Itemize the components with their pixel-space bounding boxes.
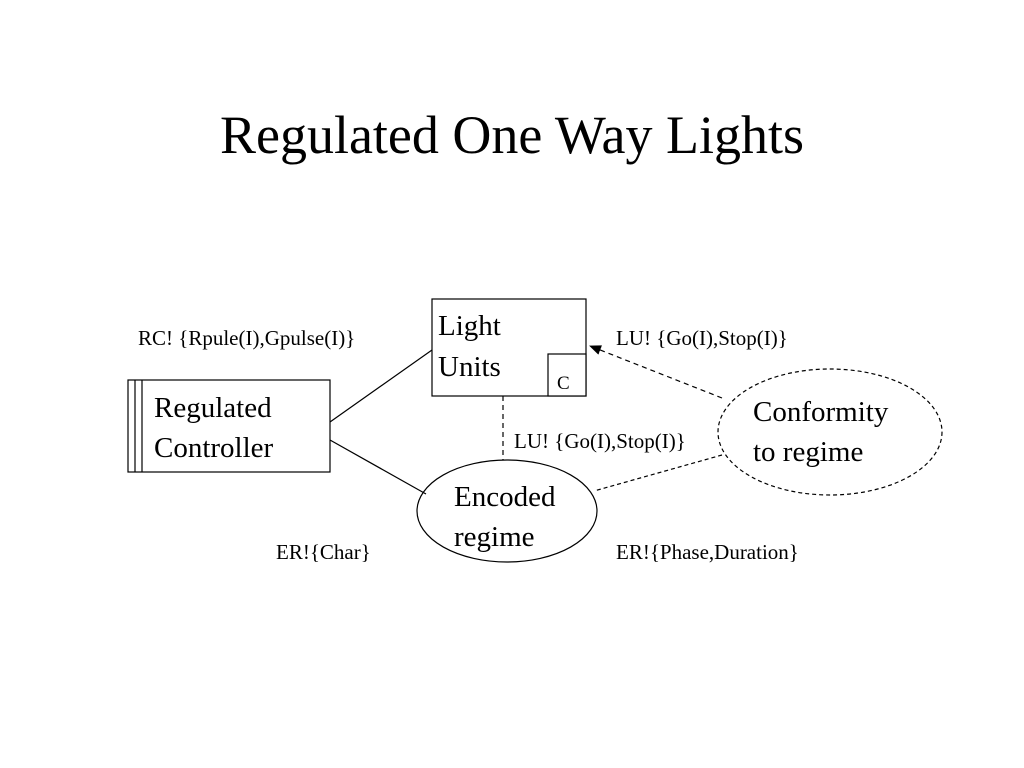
causal-marker-box: [547, 353, 587, 397]
conformity-ellipse: [717, 368, 943, 496]
lights-encoded-interface-label: LU! {Go(I),Stop(I)}: [514, 429, 686, 453]
regulated-controller-label-line2: Controller: [154, 432, 274, 464]
light-units-label-line1: Light: [438, 310, 501, 342]
slide-title: Regulated One Way Lights: [219, 105, 805, 165]
regulated-controller-box: [127, 379, 331, 473]
conformity-label-line2: to regime: [753, 436, 864, 468]
encoded-regime-label-line2: regime: [454, 521, 535, 553]
controller-encoded-interface-line: [329, 439, 427, 495]
controller-encoded-interface-label: ER!{Char}: [276, 540, 371, 564]
light-units-box: [431, 298, 587, 397]
controller-lights-interface-line: [329, 349, 433, 423]
lights-conformity-interface-label: LU! {Go(I),Stop(I)}: [616, 326, 788, 350]
regulated-controller-label-line1: Regulated: [154, 392, 272, 424]
conformity-label-line1: Conformity: [753, 396, 889, 428]
encoded-regime-ellipse: [416, 459, 598, 563]
conformity-lights-constraint-arrow: [589, 345, 723, 399]
encoded-conformity-reference-line: [593, 454, 723, 492]
causal-marker-label: C: [557, 373, 570, 394]
encoded-conformity-interface-label: ER!{Phase,Duration}: [616, 540, 799, 564]
encoded-regime-label-line1: Encoded: [454, 481, 556, 513]
light-units-label-line2: Units: [438, 351, 501, 383]
controller-lights-interface-label: RC! {Rpule(I),Gpulse(I)}: [138, 326, 356, 350]
